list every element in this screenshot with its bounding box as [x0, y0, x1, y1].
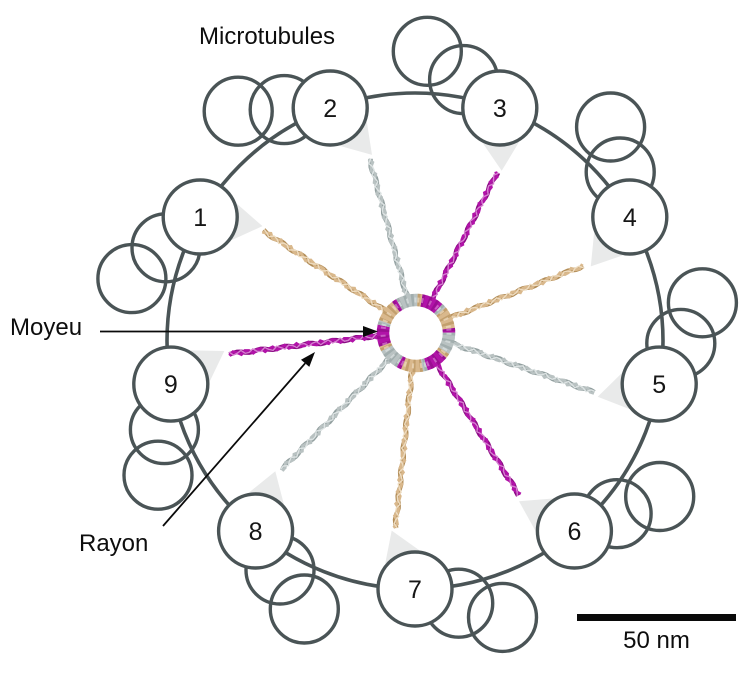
triplet-number-8: 8: [249, 518, 263, 546]
radial-spoke-6: [434, 361, 522, 497]
hub-segment-sheen: [394, 302, 401, 309]
triplet-1-a-tubule: [161, 178, 239, 256]
radial-spoke-3: [429, 171, 501, 302]
spoke-strand-main: [448, 263, 584, 322]
hub-segment-sheen: [439, 349, 446, 356]
label-spoke: Rayon: [79, 530, 149, 557]
spoke-strand-main: [228, 333, 381, 357]
spoke-strand-highlight: [436, 361, 518, 497]
radial-spoke-4: [447, 263, 585, 322]
hub-arrow-head: [363, 326, 378, 337]
triplet-number-6: 6: [567, 518, 581, 546]
hub-segment-sheen: [381, 321, 388, 327]
triplet-5-companion-tubule: [666, 267, 739, 339]
scale-bar-label: 50 nm: [623, 627, 690, 654]
radial-spoke-7: [392, 367, 416, 529]
spoke-strand-highlight: [448, 265, 585, 318]
triplet-7-companion-tubule: [466, 581, 539, 654]
triplet-8-a-tubule: [216, 492, 295, 570]
triplet-number-5: 5: [652, 371, 666, 399]
hub-segment-sheen: [380, 325, 388, 346]
triplet-4-a-tubule: [591, 178, 669, 256]
spoke-fan-3: [482, 141, 520, 171]
scale-bar: [577, 614, 736, 621]
triplet-4-companion-tubule: [574, 91, 647, 163]
spoke-strand-highlight: [280, 357, 391, 470]
spoke-arrow-head: [301, 352, 315, 367]
triplet-number-1: 1: [193, 204, 207, 232]
hub-ring-segment-9: [376, 319, 392, 347]
hub-segment-sheen: [439, 309, 452, 330]
spoke-strand-highlight: [228, 333, 381, 356]
radial-spoke-1: [261, 228, 389, 314]
spoke-fan-6: [519, 498, 553, 531]
title-microtubules: Microtubules: [199, 23, 336, 50]
spoke-arrow: [162, 352, 315, 527]
triplet-number-2: 2: [323, 95, 337, 123]
hub-ring-segment-5: [436, 332, 456, 358]
spoke-strand-highlight: [263, 228, 387, 313]
triplet-9-a-tubule: [132, 345, 210, 423]
spoke-fan-4: [590, 232, 623, 267]
hub-segment-sheen: [382, 343, 389, 350]
hub-segment-sheen: [436, 306, 443, 314]
hub-segment-sheen: [397, 297, 418, 307]
hub-arrow: [100, 326, 378, 337]
triplet-2-a-tubule: [291, 69, 369, 147]
triplet-9-companion-tubule: [122, 439, 194, 511]
triplet-2-companion-tubule: [202, 75, 274, 147]
spoke-fan-7: [385, 530, 420, 564]
spoke-fan-8: [249, 471, 284, 504]
hub-ring-segment-2: [396, 293, 423, 311]
spoke-strand-main: [261, 230, 389, 313]
triplet-number-3: 3: [493, 95, 507, 123]
hub-ring-segment-6: [420, 349, 447, 372]
hub-segment-sheen: [420, 297, 440, 311]
hub-segment-sheen: [441, 332, 452, 353]
hub-ring-segment-1: [378, 299, 403, 325]
hub-segment-sheen: [384, 346, 402, 364]
label-hub: Moyeu: [10, 314, 83, 341]
radial-spoke-5: [449, 339, 596, 395]
spoke-strand-highlight: [393, 368, 415, 529]
hub-ring-segment-8: [379, 342, 404, 368]
spoke-strand-main: [431, 171, 499, 302]
hub-segment-sheen: [398, 359, 405, 366]
spoke-fan-1: [231, 203, 263, 241]
hub-segment-sheen: [382, 304, 398, 323]
triplet-number-9: 9: [164, 371, 178, 399]
hub-ring-segment-3: [419, 294, 446, 316]
triplet-6-a-tubule: [535, 492, 614, 570]
hub-segment-sheen: [402, 361, 423, 369]
spoke-fan-2: [339, 121, 372, 155]
triplet-3-a-tubule: [461, 69, 539, 147]
spoke-strand-highlight: [367, 158, 408, 299]
hub-ring-segment-7: [396, 356, 424, 373]
triplet-3-companion-tubule: [391, 15, 463, 87]
triplet-5-a-tubule: [620, 345, 698, 423]
triplet-8-companion-tubule: [268, 573, 340, 645]
spoke-strand-main: [449, 341, 595, 395]
radial-spoke-8: [279, 355, 392, 472]
spoke-arrow-line: [162, 362, 306, 527]
radial-spoke-9: [228, 332, 381, 357]
triplet-number-4: 4: [623, 204, 637, 232]
triplet-number-7: 7: [408, 576, 422, 604]
hub-segment-sheen: [425, 352, 444, 367]
triplet-6-companion-tubule: [624, 460, 696, 533]
hub-segment-sheen: [421, 362, 427, 368]
spoke-strand-highlight: [450, 340, 595, 393]
spoke-strand-highlight: [429, 172, 499, 301]
hub-ring-segment-4: [436, 307, 456, 333]
radial-spoke-2: [367, 158, 411, 299]
triplet-7-a-tubule: [376, 550, 454, 628]
